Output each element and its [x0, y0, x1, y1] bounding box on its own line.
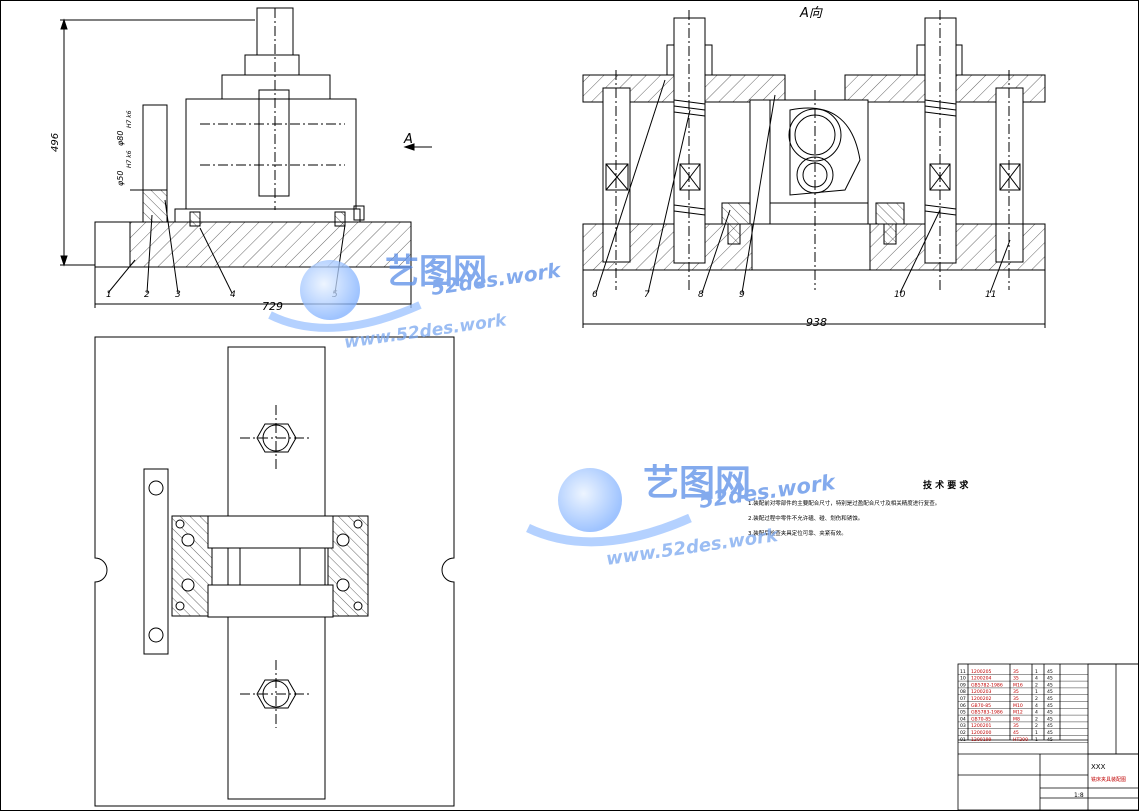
fit-small: H7 k6 — [126, 150, 133, 168]
bom-cell-weight: 45 — [1047, 723, 1053, 729]
bom-cell-weight: 45 — [1047, 676, 1053, 682]
bom-cell-no: 09 — [960, 682, 966, 688]
bom-cell-weight: 45 — [1047, 710, 1053, 716]
part-number-7: 7 — [644, 290, 650, 300]
bom-cell-no: 06 — [960, 703, 966, 709]
bom-cell-qty: 2 — [1035, 682, 1038, 688]
bom-cell-no: 10 — [960, 676, 966, 682]
part-number-1: 1 — [106, 290, 112, 300]
housing-top — [221, 74, 331, 100]
bom-cell-qty: 1 — [1035, 737, 1038, 743]
bom-cell-material: HT200 — [1013, 737, 1028, 743]
part-number-8: 8 — [698, 290, 704, 300]
bom-cell-weight: 45 — [1047, 682, 1053, 688]
bom-cell-code: 1200202 — [971, 696, 992, 702]
bom-cell-qty: 1 — [1035, 689, 1038, 695]
bom-cell-no: 04 — [960, 716, 966, 722]
bom-cell-material: M10 — [1013, 703, 1023, 709]
part-number-10: 10 — [894, 290, 906, 300]
watermark-logo: 艺图网 52des.work www.52des.work — [268, 252, 564, 353]
base-outline — [94, 336, 455, 807]
bom-cell-material: 45 — [1013, 730, 1019, 736]
bom-cell-material: 35 — [1013, 676, 1019, 682]
bom-cell-no: 01 — [960, 737, 966, 743]
bom-cell-no: 02 — [960, 730, 966, 736]
tech-req-item-1: 1.装配前对零部件的主要配合尺寸，特别是过盈配合尺寸及相关精度进行复查。 — [748, 499, 940, 507]
bom-cell-code: 1200199 — [971, 737, 992, 743]
side-bar — [143, 468, 169, 655]
bom-cell-code: 1200204 — [971, 676, 992, 682]
bom-cell-code: GB70-85 — [971, 716, 991, 722]
bom-cell-qty: 2 — [1035, 723, 1038, 729]
bom-cell-no: 08 — [960, 689, 966, 695]
housing-body — [185, 98, 357, 210]
part-number-6: 6 — [592, 290, 598, 300]
dim-height: 496 — [50, 133, 61, 152]
watermark-url-2: www.52des.work — [605, 525, 780, 570]
dim-hole-small: φ50 — [116, 171, 125, 186]
bom-cell-qty: 4 — [1035, 676, 1038, 682]
watermark-url-1: www.52des.work — [343, 310, 509, 353]
bom-cell-material: M8 — [1013, 716, 1020, 722]
scale: 1:8 — [1074, 792, 1084, 799]
bom-cell-no: 05 — [960, 710, 966, 716]
tech-req-item-3: 3.装配后检查夹具定位可靠、夹紧有效。 — [748, 529, 847, 537]
top-view — [94, 336, 455, 807]
bom-cell-code: 1200200 — [971, 730, 992, 736]
part-number-3: 3 — [175, 290, 181, 300]
watermark-brand-2: 艺图网 — [643, 463, 751, 504]
tech-req-title: 技 术 要 求 — [923, 479, 969, 491]
bom-cell-no: 11 — [960, 669, 966, 675]
bom-cell-weight: 45 — [1047, 669, 1053, 675]
bom-cell-material: 35 — [1013, 696, 1019, 702]
bom-cell-code: GB5783-1986 — [971, 710, 1003, 716]
part-number-2: 2 — [144, 290, 150, 300]
bom-cell-code: 1200201 — [971, 723, 992, 729]
bom-cell-code: 1200203 — [971, 689, 992, 695]
bom-cell-weight: 45 — [1047, 703, 1053, 709]
front-view — [60, 7, 432, 308]
part-number-11: 11 — [985, 290, 996, 300]
bom-cell-qty: 1 — [1035, 669, 1038, 675]
bom-cell-weight: 45 — [1047, 716, 1053, 722]
dim-width-side: 938 — [806, 316, 827, 329]
watermark-brand-1: 艺图网 — [385, 252, 487, 292]
bom-cell-weight: 45 — [1047, 737, 1053, 743]
title-block — [957, 663, 1139, 811]
bom-cell-code: GB70-85 — [971, 703, 991, 709]
view-label-a: A — [403, 132, 413, 147]
base-plate — [94, 221, 412, 268]
dim-hole-large: φ80 — [116, 131, 125, 146]
bom-cell-code: 1200205 — [971, 669, 992, 675]
bom-cell-qty: 2 — [1035, 696, 1038, 702]
bom-cell-weight: 45 — [1047, 730, 1053, 736]
drawing-name: 铣床夹具装配图 — [1091, 776, 1126, 783]
bom-cell-material: M16 — [1013, 682, 1023, 688]
side-view — [582, 10, 1046, 328]
company-name: XXX — [1091, 763, 1106, 771]
bom-cell-material: 35 — [1013, 723, 1019, 729]
bom-cell-code: GB5782-1986 — [971, 682, 1003, 688]
bom-cell-weight: 45 — [1047, 689, 1053, 695]
bom-cell-no: 03 — [960, 723, 966, 729]
part-number-4: 4 — [230, 290, 236, 300]
bom-cell-qty: 4 — [1035, 710, 1038, 716]
fit-large: H7 k6 — [126, 110, 133, 128]
section-label: A向 — [799, 6, 823, 21]
bom-cell-weight: 45 — [1047, 696, 1053, 702]
bom-cell-material: 35 — [1013, 669, 1019, 675]
bom-cell-material: 35 — [1013, 689, 1019, 695]
part-number-9: 9 — [739, 290, 745, 300]
bom-cell-material: M12 — [1013, 710, 1023, 716]
bom-cell-qty: 2 — [1035, 716, 1038, 722]
dim-width-front: 729 — [262, 300, 283, 313]
bom-cell-qty: 4 — [1035, 703, 1038, 709]
tech-req-item-2: 2.装配过程中零件不允许磕、碰、划伤和锈蚀。 — [748, 514, 863, 522]
bom-cell-no: 07 — [960, 696, 966, 702]
bom-cell-qty: 1 — [1035, 730, 1038, 736]
